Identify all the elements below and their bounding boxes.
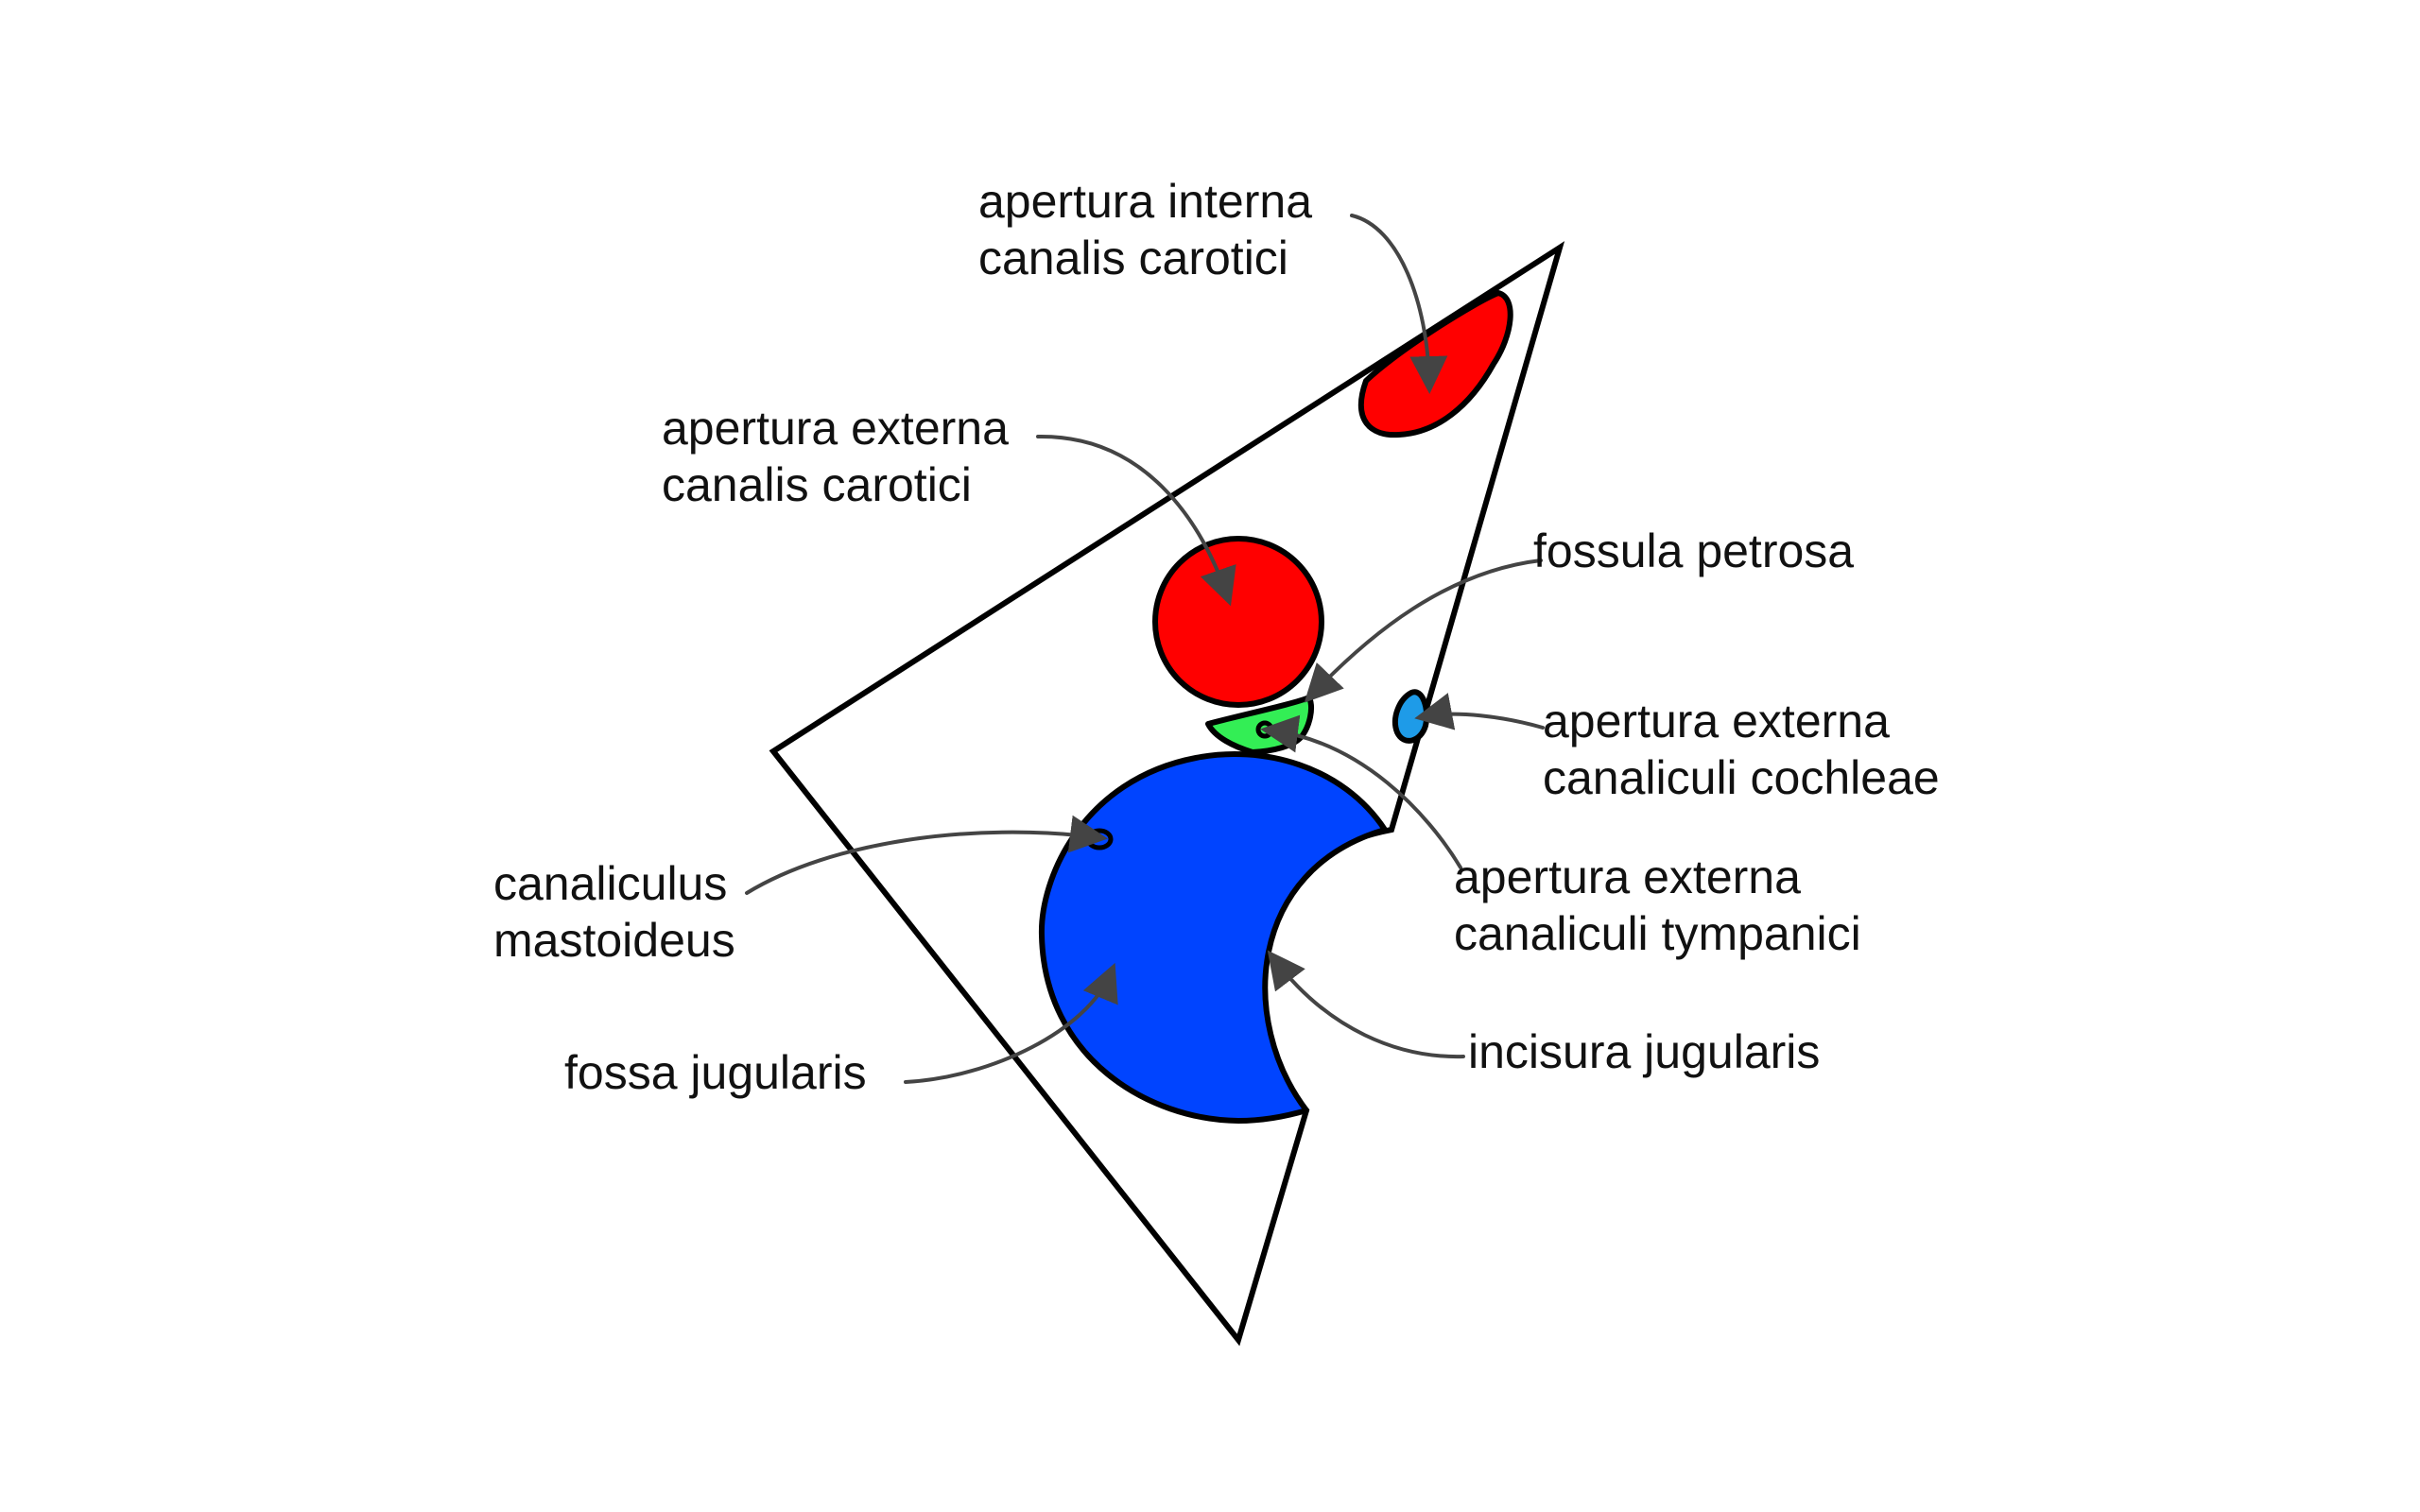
label-incisura-jugularis: incisura jugularis <box>1468 1025 1820 1078</box>
label-canaliculus-mastoideus: canaliculus mastoideus <box>493 857 740 967</box>
label-apertura-externa-canalis-carotici: apertura externa canalis carotici <box>662 402 1022 511</box>
apertura-externa-canalis-carotici-shape <box>1152 536 1324 708</box>
leader-fossula-petrosa <box>1304 558 1543 703</box>
leader-canaliculus-mastoideus <box>745 815 1108 895</box>
label-apertura-externa-canaliculi-cochleae: apertura externa canaliculi cochleae <box>1543 695 1940 804</box>
label-fossula-petrosa: fossula petrosa <box>1533 524 1854 577</box>
apertura-externa-canaliculi-cochleae-shape <box>1392 689 1430 744</box>
leader-fossa-jugularis <box>904 962 1118 1084</box>
leader-canaliculi-cochleae <box>1414 693 1545 730</box>
leader-canaliculi-tympanici <box>1260 714 1462 869</box>
leader-apertura-interna <box>1350 214 1448 394</box>
label-apertura-externa-canaliculi-tympanici: apertura externa canaliculi tympanici <box>1454 850 1861 960</box>
label-apertura-interna-canalis-carotici: apertura interna canalis carotici <box>978 175 1325 284</box>
leader-incisura-jugularis <box>1267 950 1465 1059</box>
fossa-jugularis-shape <box>1038 750 1388 1124</box>
leader-apertura-externa-carotici <box>1036 434 1236 607</box>
label-fossa-jugularis: fossa jugularis <box>564 1046 867 1099</box>
